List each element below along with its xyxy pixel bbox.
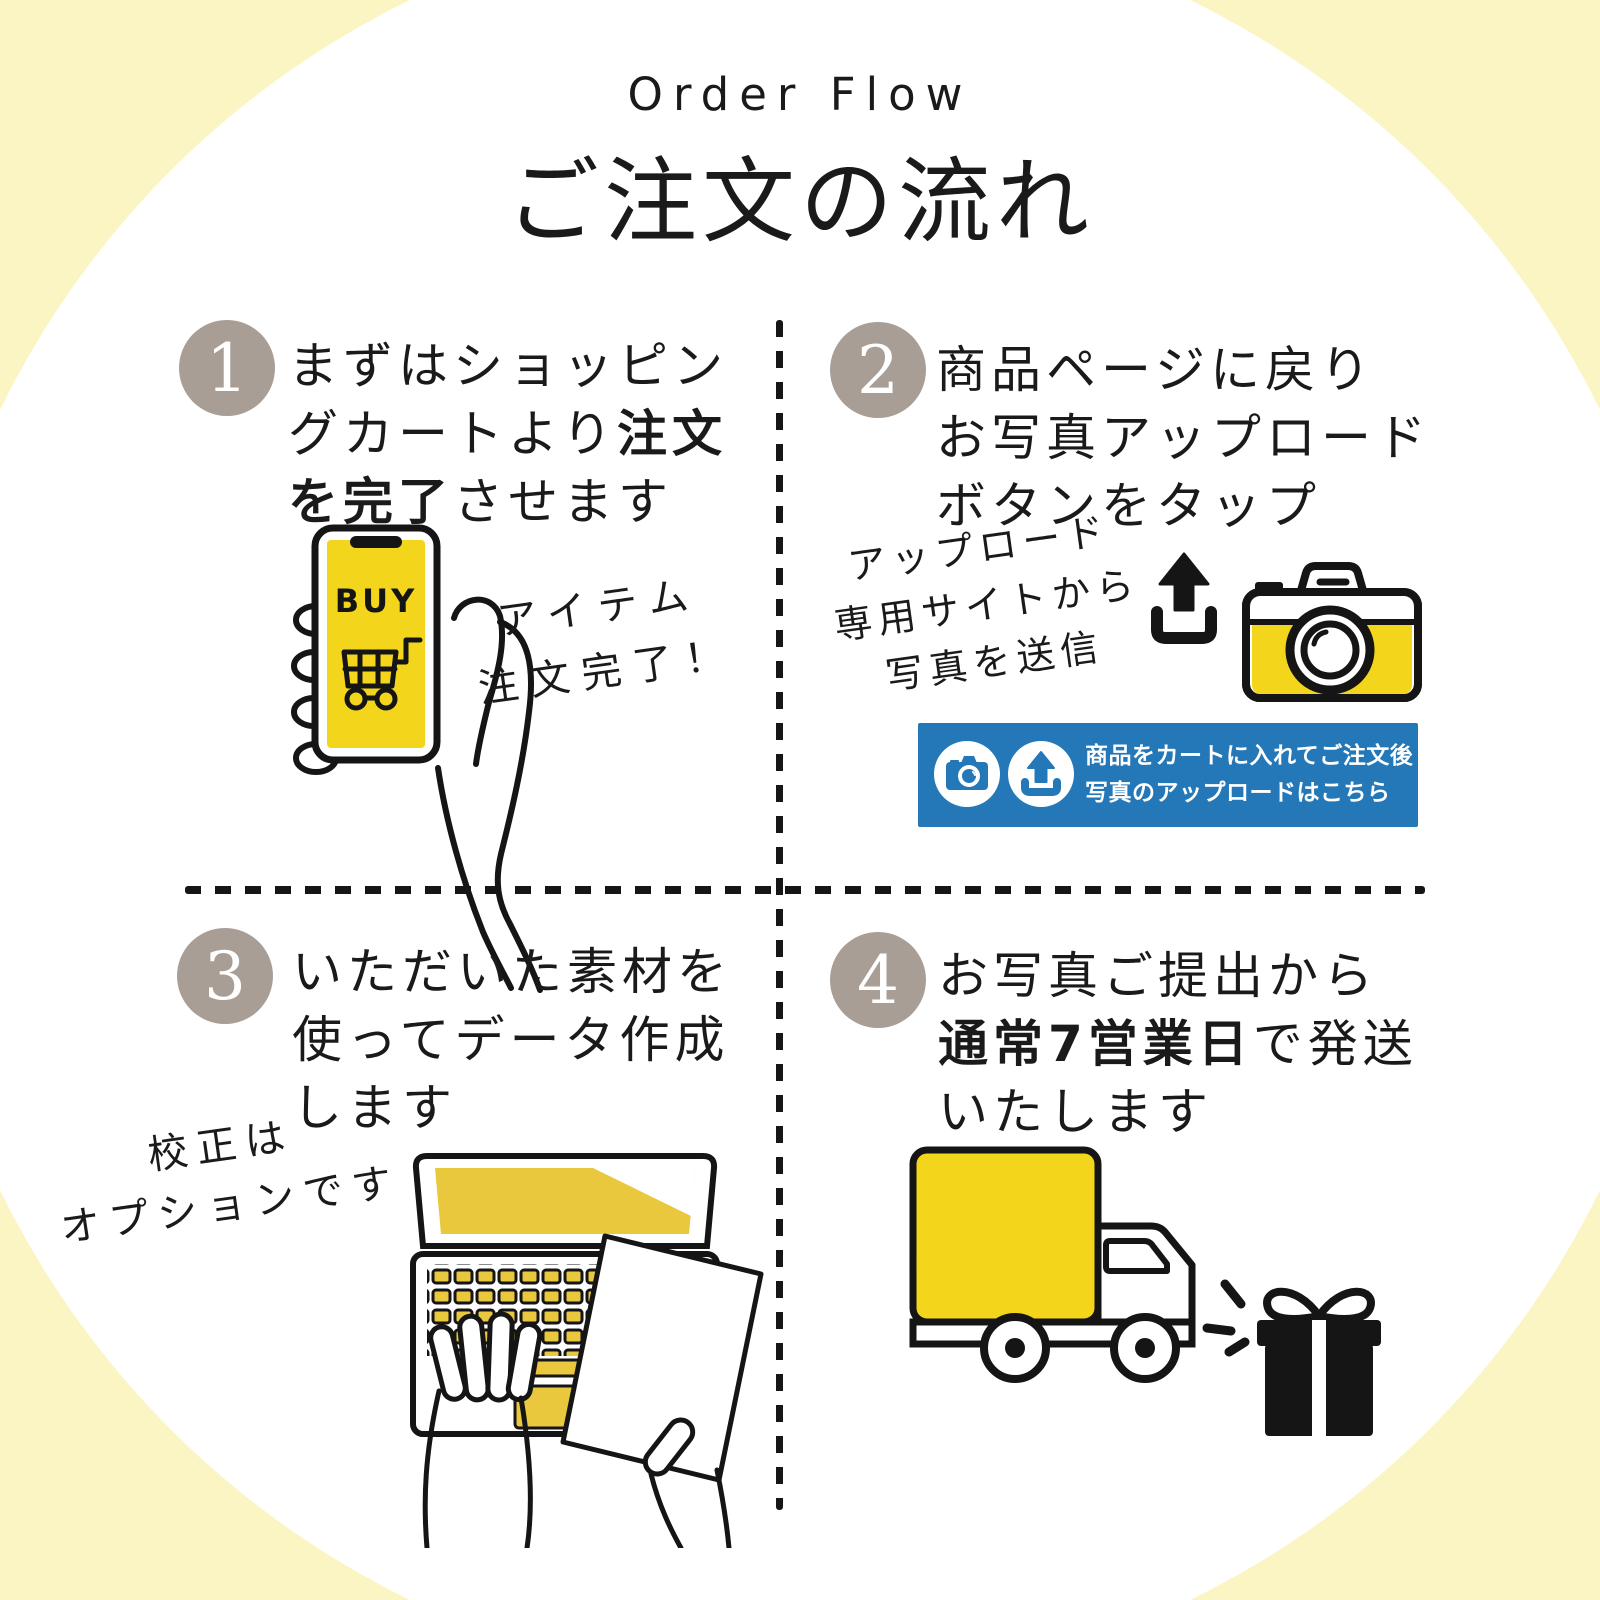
- step-2-badge: 2: [830, 322, 926, 418]
- title-english: Order Flow: [627, 68, 973, 121]
- divider-vertical-dashed: [776, 320, 783, 1510]
- banner-camera-icon: [934, 741, 1000, 807]
- laptop-illustration: [410, 1153, 764, 1548]
- step-4-line-1: お写真ご提出から: [938, 947, 1378, 1005]
- left-hand-icon: [422, 1311, 543, 1548]
- camera-icon: [1242, 562, 1422, 702]
- step-1-badge: 1: [179, 320, 275, 416]
- banner-line-1: 商品をカートに入れてご注文後: [1085, 743, 1414, 769]
- photo-upload-banner[interactable]: 商品をカートに入れてご注文後 写真のアップロードはこちら: [918, 723, 1418, 827]
- page-title: ご注文の流れ: [506, 148, 1094, 256]
- step-4-line-3: いたします: [938, 1083, 1213, 1141]
- screen-highlight: [593, 1168, 695, 1216]
- hand-thumb-wrist-icon: [435, 596, 543, 993]
- banner-line-2: 写真のアップロードはこちら: [1085, 780, 1391, 806]
- smartphone-notch: [350, 536, 402, 548]
- step-3-line-1: いただいた素材を: [292, 943, 732, 1001]
- step-1-line-2: グカートより注文: [288, 405, 727, 463]
- step-4-badge: 4: [830, 932, 926, 1028]
- sparkle-dashes-icon: [1202, 1279, 1250, 1357]
- buy-label: BUY: [335, 582, 418, 620]
- right-hand-icon: [642, 1417, 732, 1548]
- step-1-line-1: まずはショッピン: [288, 337, 728, 395]
- banner-upload-icon: [1008, 741, 1074, 807]
- step-2-line-3: ボタンをタップ: [936, 477, 1321, 535]
- divider-horizontal-dashed: [185, 886, 1425, 894]
- smartphone-screen: [327, 540, 425, 748]
- upload-icon: [1151, 552, 1217, 644]
- shopping-cart-icon: [341, 637, 423, 711]
- step-3-badge: 3: [177, 928, 273, 1024]
- gift-icon: [1257, 1287, 1381, 1436]
- step-1-line-3: を完了させます: [288, 473, 673, 531]
- step-1-text: まずはショッピン グカートより注文 を完了させます: [288, 326, 728, 531]
- step-3-text: いただいた素材を 使ってデータ作成 します: [292, 932, 732, 1137]
- step-4-line-2: 通常7営業日で発送: [938, 1015, 1418, 1073]
- step-3-line-2: 使ってデータ作成: [292, 1011, 730, 1069]
- step-2-text: 商品ページに戻り お写真アップロード ボタンをタップ: [936, 330, 1431, 535]
- step-3-line-3: します: [292, 1079, 457, 1137]
- step-2-line-1: 商品ページに戻り: [936, 341, 1375, 399]
- step-4-text: お写真ご提出から 通常7営業日で発送 いたします: [938, 936, 1418, 1141]
- banner-text[interactable]: 商品をカートに入れてご注文後 写真のアップロードはこちら: [1085, 738, 1413, 812]
- step-2-line-2: お写真アップロード: [936, 409, 1431, 467]
- phone-buy-illustration: BUY: [291, 524, 543, 993]
- delivery-truck-illustration: [909, 1146, 1381, 1436]
- truck-icon: [909, 1146, 1196, 1383]
